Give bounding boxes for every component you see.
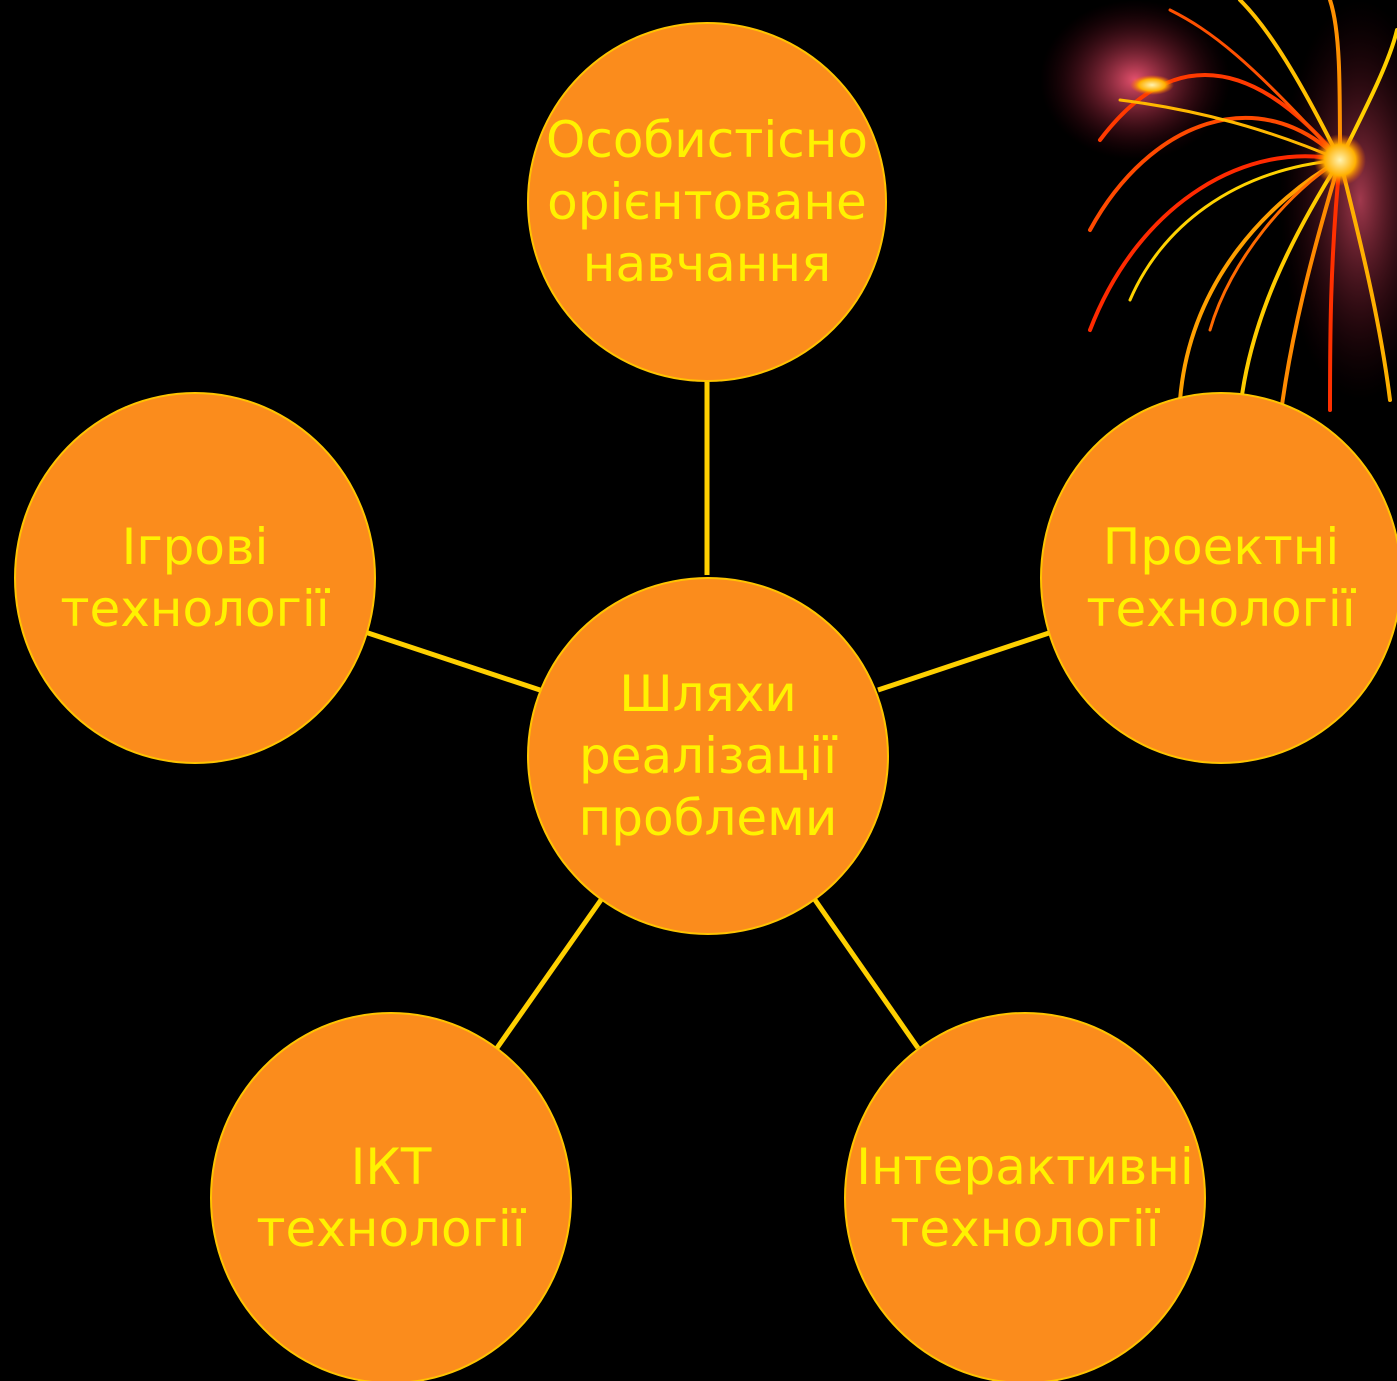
label-line: Особистісно xyxy=(545,111,869,169)
connector-right xyxy=(877,629,1053,693)
node-game-technologies: Ігрові технології xyxy=(14,392,376,764)
node-label: Інтерактивні технології xyxy=(856,1136,1194,1260)
label-line: технології xyxy=(60,580,330,638)
label-line: технології xyxy=(1086,580,1356,638)
label-line: Проектні xyxy=(1102,518,1340,576)
node-center-problem-paths: Шляхи реалізації проблеми xyxy=(527,577,889,935)
label-line: технології xyxy=(890,1200,1160,1258)
connector-bottom-left xyxy=(494,895,606,1050)
node-project-technologies: Проектні технології xyxy=(1040,392,1397,764)
node-label: Проектні технології xyxy=(1086,516,1355,640)
node-label: Особистісно орієнтоване навчання xyxy=(546,109,868,295)
label-line: технології xyxy=(256,1200,526,1258)
connector-left xyxy=(364,629,541,693)
label-line: проблеми xyxy=(578,789,838,847)
node-personality-oriented-learning: Особистісно орієнтоване навчання xyxy=(527,22,887,382)
label-line: орієнтоване xyxy=(547,173,867,231)
node-ict-technologies: ІКТ технології xyxy=(210,1012,572,1381)
node-label: Шляхи реалізації проблеми xyxy=(579,663,838,849)
label-line: навчання xyxy=(582,235,832,293)
firework-icon xyxy=(1040,0,1397,422)
connector-bottom-right xyxy=(810,895,921,1050)
label-line: реалізації xyxy=(578,727,838,785)
node-label: ІКТ технології xyxy=(256,1136,525,1260)
label-line: Ігрові xyxy=(121,518,269,576)
label-line: Інтерактивні xyxy=(856,1138,1194,1196)
label-line: Шляхи xyxy=(619,665,797,723)
node-label: Ігрові технології xyxy=(60,516,329,640)
label-line: ІКТ xyxy=(350,1138,432,1196)
node-interactive-technologies: Інтерактивні технології xyxy=(844,1012,1206,1381)
